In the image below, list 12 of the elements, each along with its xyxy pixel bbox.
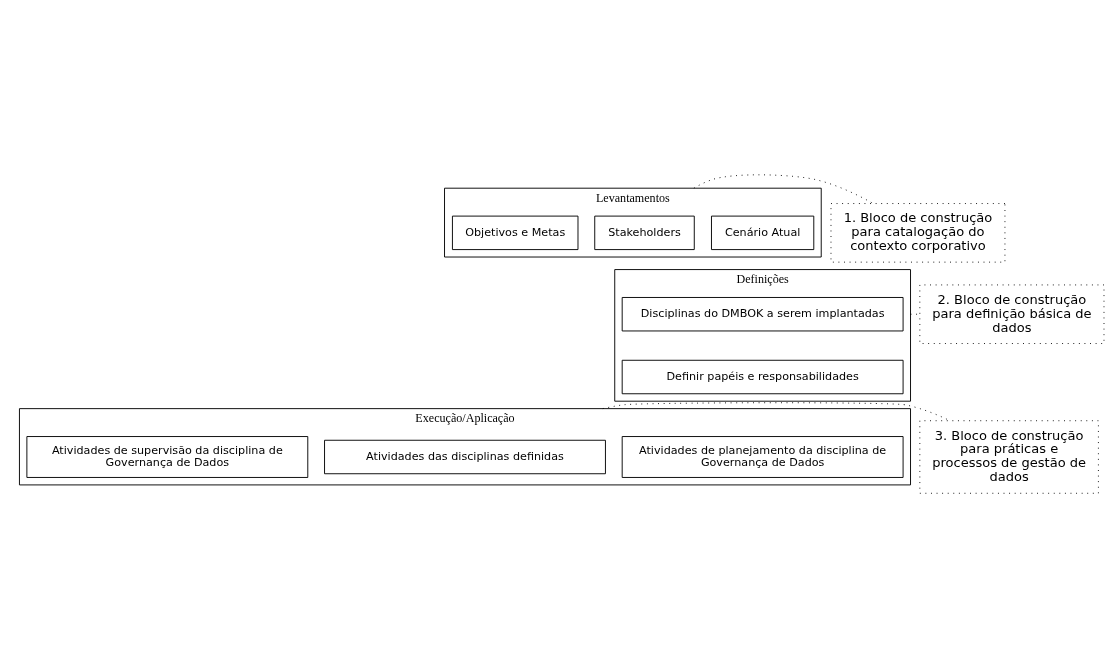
node-box: Atividades de planejamento da disciplina de Governança de Dados: [621, 436, 904, 478]
node-box: Definir papéis e responsabilidades: [621, 359, 904, 395]
node-box: Atividades das disciplinas definidas: [324, 439, 606, 475]
node-box: Atividades de supervisão da disciplina de Governança de Dados: [26, 436, 309, 478]
node-box: 2. Bloco de construção para definição básica de dados: [919, 284, 1105, 344]
connector: [693, 174, 874, 204]
node-box: 3. Bloco de construção para práticas e processos de gestão de dados: [919, 420, 1099, 494]
node-box: Objetivos e Metas: [451, 215, 579, 251]
node-box: Stakeholders: [594, 215, 695, 251]
node-box: Disciplinas do DMBOK a serem implantadas: [621, 297, 904, 332]
node-box: Cenário Atual: [711, 215, 815, 251]
node-box: 1. Bloco de construção para catalogação do contexto corporativo: [830, 203, 1006, 263]
